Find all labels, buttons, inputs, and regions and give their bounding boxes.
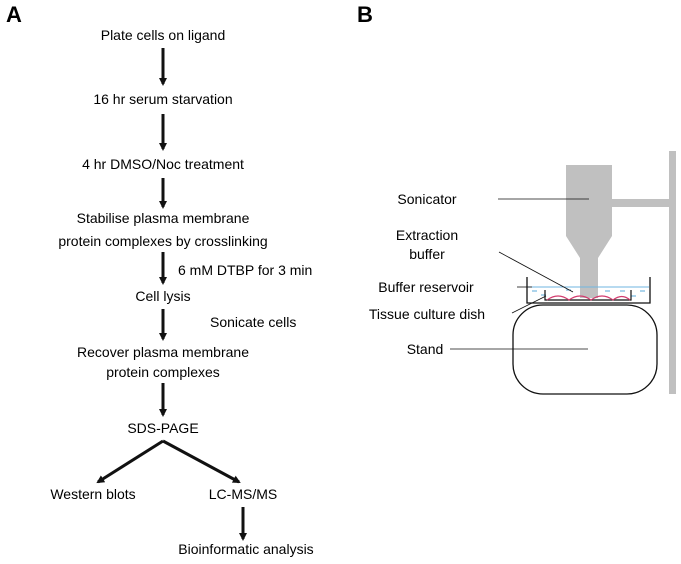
label-stand: Stand bbox=[407, 341, 444, 357]
panel-a-letter: A bbox=[6, 2, 22, 27]
step-bioinformatic: Bioinformatic analysis bbox=[178, 541, 313, 557]
buffer-reservoir bbox=[526, 277, 651, 304]
step-cell-lysis: Cell lysis bbox=[135, 288, 190, 304]
sonicator-arm bbox=[612, 199, 672, 207]
step-serum-starvation: 16 hr serum starvation bbox=[93, 91, 232, 107]
step-western-blots: Western blots bbox=[50, 486, 135, 502]
label-sonicator: Sonicator bbox=[397, 191, 456, 207]
label-extraction-line1: Extraction bbox=[396, 227, 458, 243]
arrow-to-lcms bbox=[162, 439, 241, 484]
note-sonicate: Sonicate cells bbox=[210, 314, 296, 330]
step-plate-cells: Plate cells on ligand bbox=[101, 27, 226, 43]
step-sds-page: SDS-PAGE bbox=[127, 420, 198, 436]
label-buffer-reservoir: Buffer reservoir bbox=[378, 279, 474, 295]
tissue-culture-dish bbox=[544, 290, 632, 301]
leader-extraction-buffer bbox=[498, 251, 574, 293]
note-dtbp: 6 mM DTBP for 3 min bbox=[178, 262, 312, 278]
cells bbox=[546, 295, 631, 301]
stand-block bbox=[512, 304, 658, 395]
step-recover-line1: Recover plasma membrane bbox=[77, 344, 249, 360]
step-recover-line2: protein complexes bbox=[106, 364, 220, 380]
arrow-to-western bbox=[96, 439, 164, 484]
label-tissue-culture-dish: Tissue culture dish bbox=[369, 306, 485, 322]
step-lc-ms: LC-MS/MS bbox=[209, 486, 277, 502]
step-stabilise-line1: Stabilise plasma membrane bbox=[77, 210, 250, 226]
panel-b-letter: B bbox=[357, 2, 373, 27]
sonicator-probe bbox=[566, 165, 612, 298]
label-extraction-line2: buffer bbox=[409, 246, 445, 262]
step-dmso-noc: 4 hr DMSO/Noc treatment bbox=[82, 156, 244, 172]
leader-tissue-dish bbox=[511, 295, 547, 314]
step-stabilise-line2: protein complexes by crosslinking bbox=[58, 233, 267, 249]
stand-pole bbox=[669, 151, 676, 394]
extraction-buffer-dashes bbox=[532, 289, 645, 297]
